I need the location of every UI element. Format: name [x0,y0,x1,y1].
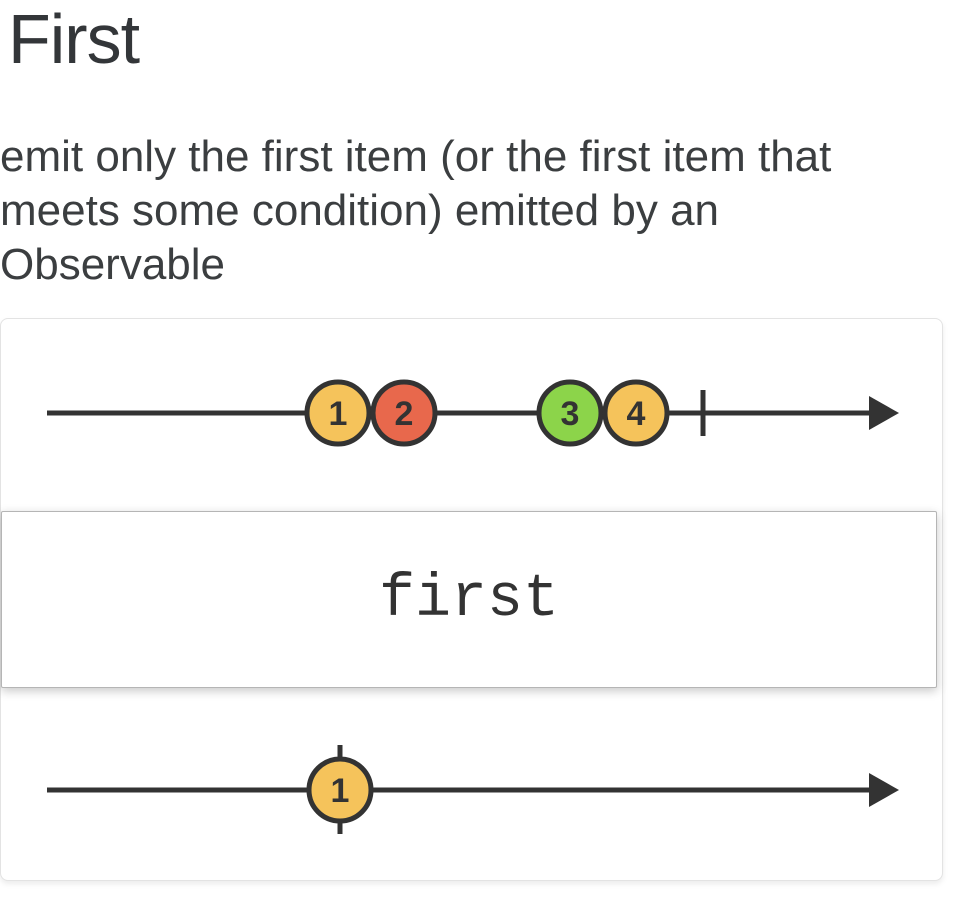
operator-label: first [378,565,560,634]
page-title: First [8,0,140,78]
operator-box: first [1,511,937,688]
operator-description: emit only the first item (or the first i… [0,132,832,289]
